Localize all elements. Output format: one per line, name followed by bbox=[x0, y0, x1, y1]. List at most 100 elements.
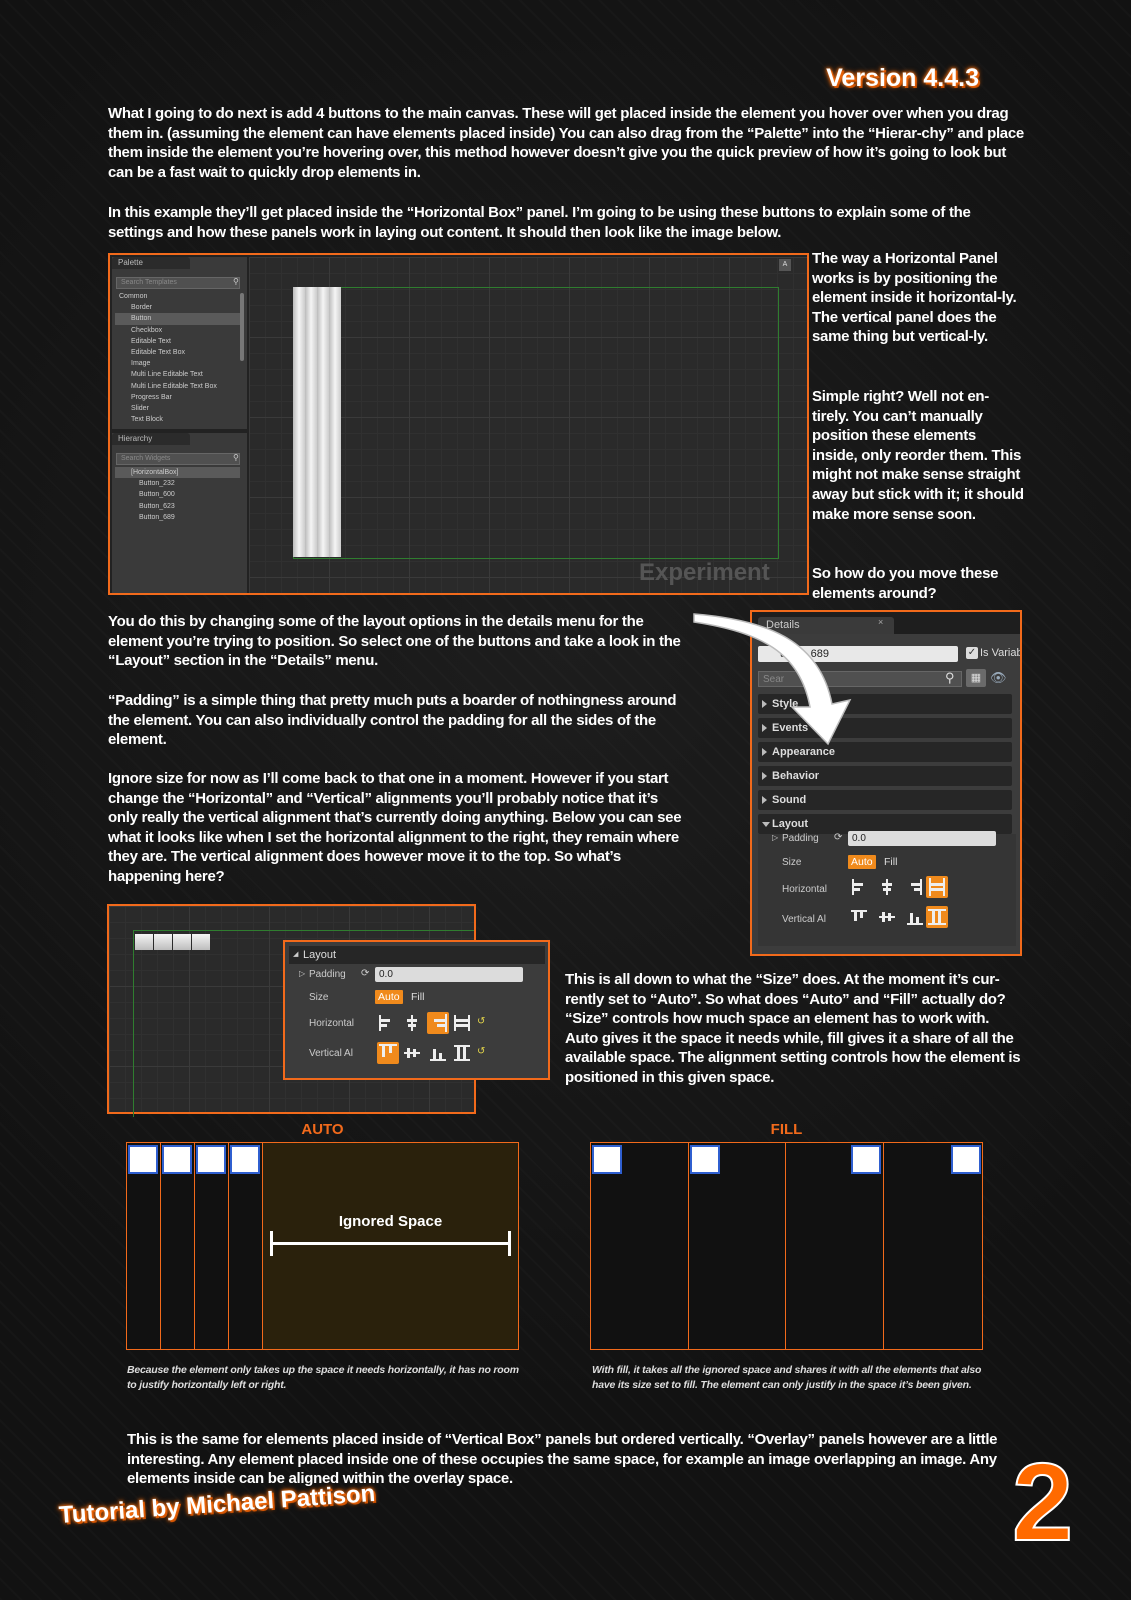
intro-paragraph: What I going to do next is add 4 buttons… bbox=[108, 105, 1024, 181]
palette-item[interactable]: Editable Text bbox=[131, 337, 171, 345]
size-fill-button[interactable]: Fill bbox=[884, 856, 898, 868]
reset-icon[interactable]: ↺ bbox=[477, 1016, 486, 1027]
align-bottom-icon[interactable] bbox=[906, 908, 924, 926]
fill-caption: With fill, it takes all the ignored spac… bbox=[592, 1364, 982, 1391]
align-right-icon[interactable] bbox=[906, 878, 924, 896]
canvas-button[interactable] bbox=[293, 287, 305, 557]
canvas-button[interactable] bbox=[305, 287, 317, 557]
section-behavior[interactable]: Behavior bbox=[758, 766, 1012, 786]
reset-icon[interactable]: ⟳ bbox=[361, 968, 370, 979]
element-box bbox=[592, 1145, 622, 1174]
side-text-2: Simple right? Well not en-tirely. You ca… bbox=[812, 388, 1024, 523]
fill-slot bbox=[591, 1143, 689, 1349]
auto-slot bbox=[229, 1143, 263, 1349]
hierarchy-item[interactable]: Button_623 bbox=[139, 502, 175, 510]
hierarchy-item[interactable]: Button_232 bbox=[139, 480, 175, 488]
align-middle-icon[interactable] bbox=[878, 908, 896, 926]
chevron-right-icon[interactable]: ▷ bbox=[299, 969, 306, 978]
align-fill-horizontal-icon[interactable] bbox=[453, 1014, 471, 1032]
hierarchy-root[interactable]: [HorizontalBox] bbox=[115, 467, 240, 479]
curved-arrow-icon bbox=[693, 613, 852, 746]
size-auto-button[interactable]: Auto bbox=[848, 855, 876, 869]
side-text-3: So how do you move these elements around… bbox=[812, 565, 999, 602]
horizontal-label: Horizontal bbox=[782, 884, 828, 895]
palette-panel: Palette Search Templates ⚲ Common Border… bbox=[112, 257, 247, 429]
palette-tab[interactable]: Palette bbox=[112, 257, 190, 269]
section-sound[interactable]: Sound bbox=[758, 790, 1012, 810]
hierarchy-item[interactable]: Button_600 bbox=[139, 491, 175, 499]
auto-slot bbox=[127, 1143, 161, 1349]
align-bottom-icon[interactable] bbox=[429, 1044, 447, 1062]
search-icon: ⚲ bbox=[945, 670, 955, 685]
palette-item[interactable]: Multi Line Editable Text Box bbox=[131, 382, 217, 390]
layout-title: Layout bbox=[303, 949, 337, 961]
hierarchy-item[interactable]: Button_689 bbox=[139, 513, 175, 521]
chevron-right-icon[interactable]: ▷ bbox=[772, 833, 779, 842]
palette-category[interactable]: Common bbox=[119, 293, 148, 300]
canvas-button[interactable] bbox=[154, 934, 172, 950]
chevron-down-icon[interactable]: ◢ bbox=[293, 951, 299, 958]
auto-caption: Because the element only takes up the sp… bbox=[127, 1364, 519, 1391]
align-right-icon[interactable] bbox=[427, 1012, 449, 1034]
palette-item[interactable]: Progress Bar bbox=[131, 393, 172, 401]
palette-item[interactable]: Multi Line Editable Text bbox=[131, 371, 203, 379]
details-tab[interactable]: Details bbox=[758, 617, 894, 634]
canvas-button[interactable] bbox=[135, 934, 153, 950]
size-fill-button[interactable]: Fill bbox=[411, 991, 425, 1003]
palette-item[interactable]: Slider bbox=[131, 404, 149, 412]
canvas-boundary bbox=[133, 930, 474, 1117]
align-top-icon[interactable] bbox=[850, 908, 868, 926]
designer-canvas[interactable]: Experiment A bbox=[249, 257, 807, 593]
align-left-icon[interactable] bbox=[850, 878, 868, 896]
palette-item[interactable]: Checkbox bbox=[131, 326, 163, 334]
padding-label: Padding bbox=[782, 833, 819, 844]
close-icon[interactable]: × bbox=[878, 617, 884, 627]
element-box bbox=[196, 1145, 226, 1174]
reset-icon[interactable]: ↺ bbox=[477, 1046, 486, 1057]
details-paragraph: You do this by changing some of the layo… bbox=[108, 613, 681, 670]
fill-slot bbox=[884, 1143, 982, 1349]
hierarchy-search-input[interactable]: Search Widgets bbox=[116, 453, 240, 465]
canvas-corner-label: A bbox=[779, 259, 791, 271]
size-auto-button[interactable]: Auto bbox=[375, 990, 403, 1004]
align-center-icon[interactable] bbox=[878, 878, 896, 896]
palette-item[interactable]: Text Block bbox=[131, 416, 163, 424]
palette-scrollbar[interactable] bbox=[240, 293, 244, 361]
span-tick bbox=[270, 1231, 273, 1256]
version-title: Version 4.4.3 bbox=[826, 64, 979, 92]
overlay-paragraph: This is the same for elements placed ins… bbox=[127, 1431, 998, 1488]
layout-header[interactable] bbox=[289, 946, 545, 964]
auto-diagram: Ignored Space bbox=[126, 1142, 519, 1350]
element-box bbox=[162, 1145, 192, 1174]
palette-item[interactable]: Button bbox=[115, 313, 240, 325]
canvas-button[interactable] bbox=[173, 934, 191, 950]
canvas-button[interactable] bbox=[317, 287, 329, 557]
section-appearance[interactable]: Appearance bbox=[758, 742, 1012, 762]
editor-screenshot: Palette Search Templates ⚲ Common Border… bbox=[108, 253, 809, 595]
align-fill-vertical-icon[interactable] bbox=[453, 1044, 471, 1062]
palette-item[interactable]: Editable Text Box bbox=[131, 348, 185, 356]
palette-item[interactable]: Border bbox=[131, 304, 153, 312]
palette-item[interactable]: Image bbox=[131, 360, 151, 368]
eye-icon[interactable]: 👁 bbox=[990, 670, 1007, 685]
span-tick bbox=[508, 1231, 511, 1256]
align-top-icon[interactable] bbox=[377, 1042, 399, 1064]
align-center-icon[interactable] bbox=[403, 1014, 421, 1032]
padding-input[interactable]: 0.0 bbox=[848, 831, 996, 846]
align-middle-icon[interactable] bbox=[403, 1044, 421, 1062]
reset-icon[interactable]: ⟳ bbox=[834, 832, 843, 843]
canvas-button[interactable] bbox=[192, 934, 210, 950]
palette-search-input[interactable]: Search Templates bbox=[116, 277, 240, 289]
ignored-space-region: Ignored Space bbox=[263, 1143, 518, 1349]
padding-input[interactable]: 0.0 bbox=[375, 967, 523, 982]
section-layout[interactable]: Layout bbox=[758, 814, 1012, 834]
canvas-button[interactable] bbox=[329, 287, 341, 557]
hierarchy-tab[interactable]: Hierarchy bbox=[112, 433, 190, 445]
align-left-icon[interactable] bbox=[377, 1014, 395, 1032]
align-fill-horizontal-icon[interactable] bbox=[926, 876, 948, 898]
size-paragraph: This is all down to what the “Size” does… bbox=[565, 971, 1021, 1086]
grid-view-icon[interactable]: ▦ bbox=[966, 669, 986, 687]
align-fill-vertical-icon[interactable] bbox=[926, 906, 948, 928]
is-variable-checkbox[interactable]: ✓ bbox=[966, 647, 978, 659]
